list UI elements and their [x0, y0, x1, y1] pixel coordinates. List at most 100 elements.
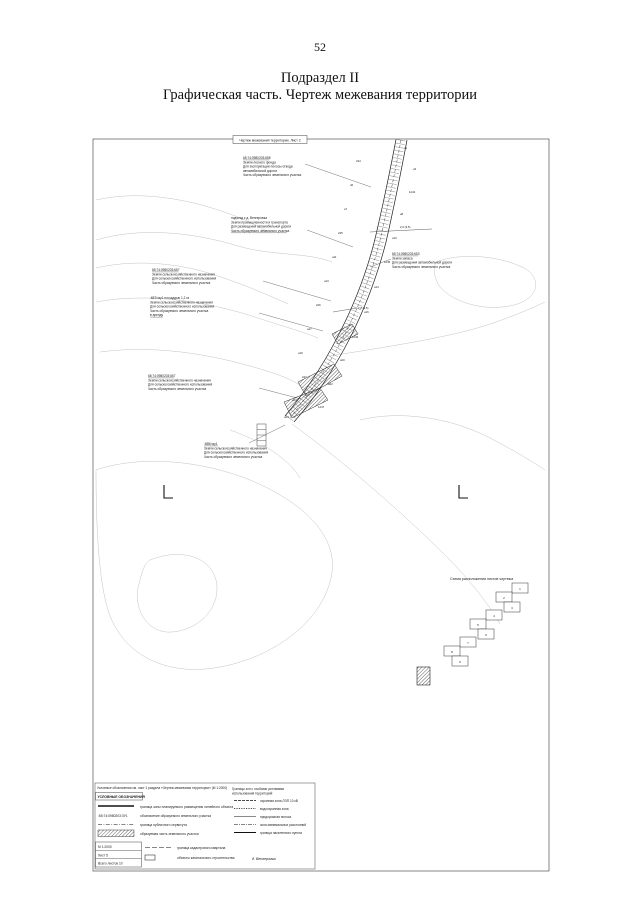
sheet-tile: [451, 655, 469, 667]
callout-line: в аренду: [150, 313, 164, 317]
callout-line: Для размещения автомобильной дороги: [231, 225, 291, 229]
callout-line: Часть образуемого земельного участка: [243, 173, 301, 177]
callout-line: Земли сельскохозяйственного назначения: [152, 272, 215, 276]
legend-note: Условные обозначения см. лист 1 раздела …: [97, 786, 227, 790]
callout-line: Для сельскохозяйственного использования: [152, 277, 216, 281]
sheet-tile: [477, 628, 495, 640]
scale-value: М 1:2000: [98, 845, 112, 849]
callout-line: Для сельскохозяйственного использования: [204, 451, 268, 455]
callout-line: 65:74:0980203:657: [152, 268, 180, 272]
point-label: н7: [344, 207, 348, 211]
scale-table: [95, 841, 142, 868]
callout-line: Для сельскохозяйственного использования: [150, 305, 214, 309]
point-label: 1245: [384, 260, 391, 264]
sheet-number: 3: [511, 606, 513, 610]
point-label: н13: [324, 279, 329, 283]
section-title: Подраздел II: [280, 70, 360, 86]
legend-label: граница зоны планируемого размещения лин…: [140, 805, 233, 809]
point-label: 1246: [352, 335, 359, 339]
callout-line: Земли сельскохозяйственного назначения: [148, 378, 211, 382]
page-number: 52: [314, 40, 326, 54]
callout-line: Часть образуемого земельного участка: [150, 309, 208, 313]
point-label: 245: [338, 231, 343, 235]
callout-line: Для размещения автомобильной дороги: [392, 261, 452, 265]
parcel-hatches: [283, 323, 359, 419]
point-label: н14: [374, 285, 379, 289]
sheet-label: Чертеж межевания территории. Лист 2: [239, 138, 300, 142]
callout-line: Для сельскохозяйственного использования: [148, 383, 212, 387]
sheet-number: 4: [493, 614, 495, 618]
legend-label: граница населенного пункта: [260, 831, 302, 835]
sheet-number: 5: [477, 623, 479, 627]
legend-symbol-parcel-part: [97, 829, 135, 837]
legend-right-heading-2: использования территорий:: [232, 791, 273, 795]
callout-line: Земли запаса: [392, 256, 413, 260]
sheet-number: 7: [467, 641, 469, 645]
sheet-tile: [459, 636, 477, 648]
legend-symbol-parcel-number: :65:74:0980203:ЗУ1: [98, 814, 128, 818]
legend-label: водоохранная зона: [260, 807, 289, 811]
callout-line: 65:74:0980203:657: [148, 374, 176, 378]
sheet-tile: [511, 582, 529, 594]
point-label: 1247: [318, 405, 325, 409]
legend: Условные обозначения см. лист 1 раздела …: [94, 782, 316, 870]
drawing-frame: [92, 138, 550, 872]
legend-label: граница кадастрового квартала: [177, 846, 226, 850]
callout-line: :655/чзу1: [204, 442, 218, 446]
culvert-symbol: [256, 423, 267, 447]
sheet-number-label: Лист 5: [98, 853, 108, 857]
sheet-number: 1: [519, 587, 521, 591]
cadastral-contours: [95, 195, 546, 670]
point-label: н5: [350, 183, 354, 187]
point-label: 247: [302, 375, 307, 379]
sheets-total-label: Всего листов 10: [98, 862, 123, 866]
callout-line: Часть образуемого земельного участка: [152, 281, 210, 285]
callout-line: Часть образуемого земельного участка: [231, 229, 289, 233]
callout-line: Часть образуемого земельного участка: [204, 455, 262, 459]
inset-title: Схема расположения листов чертежа: [450, 577, 513, 581]
matchline-mark-right: [458, 485, 468, 499]
callout-line: Земли сельскохозяйственного назначения: [204, 446, 267, 450]
matchline-mark-left: [163, 485, 173, 499]
callout-line: автомобильной дороги: [243, 169, 277, 173]
point-label: 2,6 (9,5): [400, 225, 410, 229]
point-label: 1244: [409, 190, 416, 194]
legend-label: придорожная полоса: [260, 815, 291, 819]
point-label: н8: [400, 212, 404, 216]
point-label: н24: [284, 415, 289, 419]
sheet-number: 9: [459, 660, 461, 664]
sheet-tile: [503, 601, 521, 613]
callout-line: Земли лесного фонда: [243, 160, 276, 164]
legend-label: объекты капитального строительства: [177, 856, 235, 860]
callout-line: подъезд к д. Венгеровка: [231, 216, 267, 220]
callout-line: Часть образуемого земельного участка: [392, 265, 450, 269]
legend-right-heading-1: Границы зон с особыми условиями: [232, 787, 284, 791]
point-label: 7,8 (9,5): [358, 306, 368, 310]
sheet-number: 2: [503, 596, 505, 600]
current-sheet-tile: [416, 666, 431, 686]
point-label: н1: [404, 146, 408, 150]
point-label: н23: [292, 398, 297, 402]
callout-line: 65:74:0980203:653: [392, 252, 420, 256]
sheet-number: 6: [485, 633, 487, 637]
section-subtitle: Графическая часть. Чертеж межевания терр…: [162, 87, 478, 103]
callout-line: Земли сельскохозяйственного назначения: [150, 300, 213, 304]
sheet-index-inset: Схема расположения листов чертежа 1 2 3 4 5 6…: [416, 577, 529, 686]
legend-label: охранная зона ЛЭП 10 кВ: [260, 799, 298, 803]
point-label: н22: [328, 382, 333, 386]
point-labels-layer: н1244н3н51244н7н8245н10н111245н13н14246н…: [284, 146, 417, 419]
point-label: н19: [298, 351, 303, 355]
legend-label: обозначение образуемого земельного участ…: [140, 814, 211, 818]
sheet-label-box: Чертеж межевания территории. Лист 2: [232, 135, 308, 144]
legend-symbol-building: [144, 854, 156, 861]
